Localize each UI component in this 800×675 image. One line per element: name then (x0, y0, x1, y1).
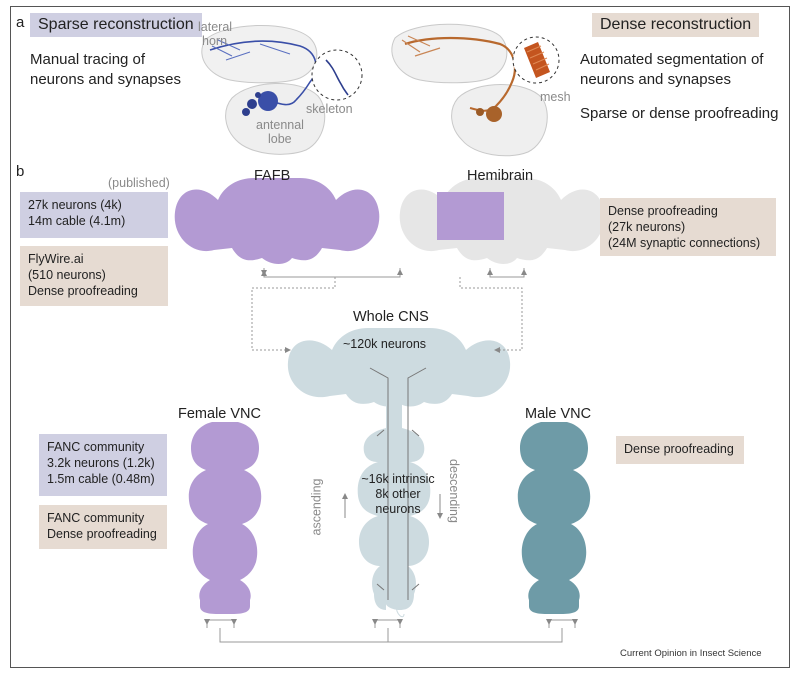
cns-connection-lines (369, 367, 427, 600)
antennal-lobe-label: antennal lobe (256, 118, 304, 146)
fafb-cable-length: 14m cable (4.1m) (28, 214, 126, 228)
flywire-line-2: (510 neurons) (28, 268, 106, 282)
lateral-horn-line-1: lateral (198, 20, 233, 34)
published-label: (published) (108, 176, 170, 190)
dense-description: Automated segmentation of neurons and sy… (580, 50, 763, 90)
vnc-text-line-2: 8k other (375, 487, 421, 501)
hemibrain-line-2: (27k neurons) (608, 220, 686, 234)
hemibrain-title: Hemibrain (467, 168, 534, 184)
whole-cns-brain-shape (287, 328, 511, 407)
flywire-line-3: Dense proofreading (28, 284, 138, 298)
flywire-line-1: FlyWire.ai (28, 252, 84, 266)
dense-brain-render (391, 23, 548, 157)
sparse-reconstruction-title: Sparse reconstruction (30, 13, 202, 37)
fafb-brain-shape (174, 178, 380, 264)
top-connectors (251, 268, 527, 353)
whole-cns-vnc-shape (357, 402, 431, 610)
male-vnc-box-line-1: Dense proofreading (624, 442, 734, 456)
skeleton-inset (311, 49, 363, 101)
whole-cns-neuron-count: ~120k neurons (343, 337, 427, 351)
female-vnc-box2-line-2: Dense proofreading (47, 527, 157, 541)
panel-a-label: a (16, 14, 25, 31)
ascending-label: ascending (309, 478, 324, 536)
hemibrain-imaged-region (437, 192, 504, 240)
hemibrain-line-3: (24M synaptic connections) (608, 236, 761, 250)
skeleton-label: skeleton (306, 102, 353, 116)
dense-desc-line-1: Automated segmentation of (580, 51, 764, 68)
antennal-lobe-line-2: lobe (268, 132, 292, 146)
dense-reconstruction-title: Dense reconstruction (592, 13, 760, 37)
fafb-published-box: 27k neurons (4k) 14m cable (4.1m) (20, 192, 168, 238)
female-vnc-title: Female VNC (178, 406, 261, 422)
vnc-text-line-1: ~16k intrinsic (361, 472, 435, 486)
dense-description-2: Sparse or dense proofreading (580, 105, 779, 122)
female-vnc-box2-line-1: FANC community (47, 511, 145, 525)
vnc-text-line-3: neurons (375, 502, 421, 516)
sparse-brain-render (201, 24, 326, 155)
dense-desc-line-2: neurons and synapses (580, 71, 731, 88)
female-vnc-shape (188, 422, 262, 614)
footer-credit: Current Opinion in Insect Science (620, 648, 762, 659)
male-vnc-shape (517, 422, 591, 614)
female-vnc-box1-line-3: 1.5m cable (0.48m) (47, 472, 155, 486)
female-vnc-box1-line-2: 3.2k neurons (1.2k) (47, 456, 155, 470)
hemibrain-line-1: Dense proofreading (608, 204, 718, 218)
sparse-desc-line-1: Manual tracing of (30, 51, 146, 68)
figure-frame (10, 6, 790, 668)
mesh-label: mesh (540, 90, 571, 104)
antennal-lobe-line-1: antennal (256, 118, 304, 132)
male-vnc-title: Male VNC (525, 406, 592, 422)
female-vnc-box1-line-1: FANC community (47, 440, 145, 454)
mesh-inset (512, 36, 560, 84)
panel-b-label: b (16, 163, 25, 180)
sparse-description: Manual tracing of neurons and synapses (30, 50, 181, 90)
hemibrain-box: Dense proofreading (27k neurons) (24M sy… (600, 198, 776, 256)
vnc-neuron-text: ~16k intrinsic 8k other neurons (348, 472, 448, 517)
lateral-horn-line-2: horn (202, 34, 228, 48)
sparse-desc-line-2: neurons and synapses (30, 71, 181, 88)
female-vnc-box-2: FANC community Dense proofreading (39, 505, 167, 549)
descending-label: descending (446, 459, 461, 523)
fafb-neuron-count: 27k neurons (4k) (28, 198, 122, 212)
bottom-connectors (204, 619, 578, 643)
flywire-box: FlyWire.ai (510 neurons) Dense proofread… (20, 246, 168, 306)
female-vnc-box-1: FANC community 3.2k neurons (1.2k) 1.5m … (39, 434, 167, 496)
whole-cns-title: Whole CNS (353, 309, 429, 325)
fafb-title: FAFB (254, 168, 291, 184)
lateral-horn-label: lateral horn (198, 20, 232, 48)
male-vnc-box: Dense proofreading (616, 436, 744, 464)
